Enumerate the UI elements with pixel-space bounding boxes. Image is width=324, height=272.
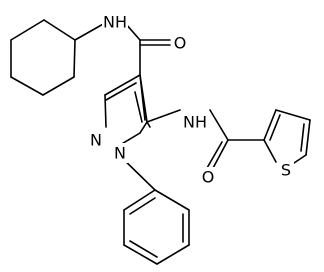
amide-oxygen-top-label: O (174, 34, 187, 53)
amide-nh-top-label: NH (103, 13, 127, 32)
pyrazole-n2-label: N (90, 131, 102, 150)
atom-labels: NH O N N NH O S (88, 12, 294, 187)
amide-oxygen-bottom-label: O (202, 168, 215, 187)
pyrazole-n1-label: N (114, 144, 126, 163)
thiophene-ring (263, 109, 311, 168)
phenyl-ring (123, 189, 190, 265)
cyclohexyl-ring (10, 19, 76, 96)
pyrazole-ring (104, 74, 151, 149)
amide-nh-middle-label: NH (183, 113, 207, 132)
amide-linkage-middle (146, 109, 265, 171)
thiophene-sulfur-label: S (281, 161, 291, 180)
